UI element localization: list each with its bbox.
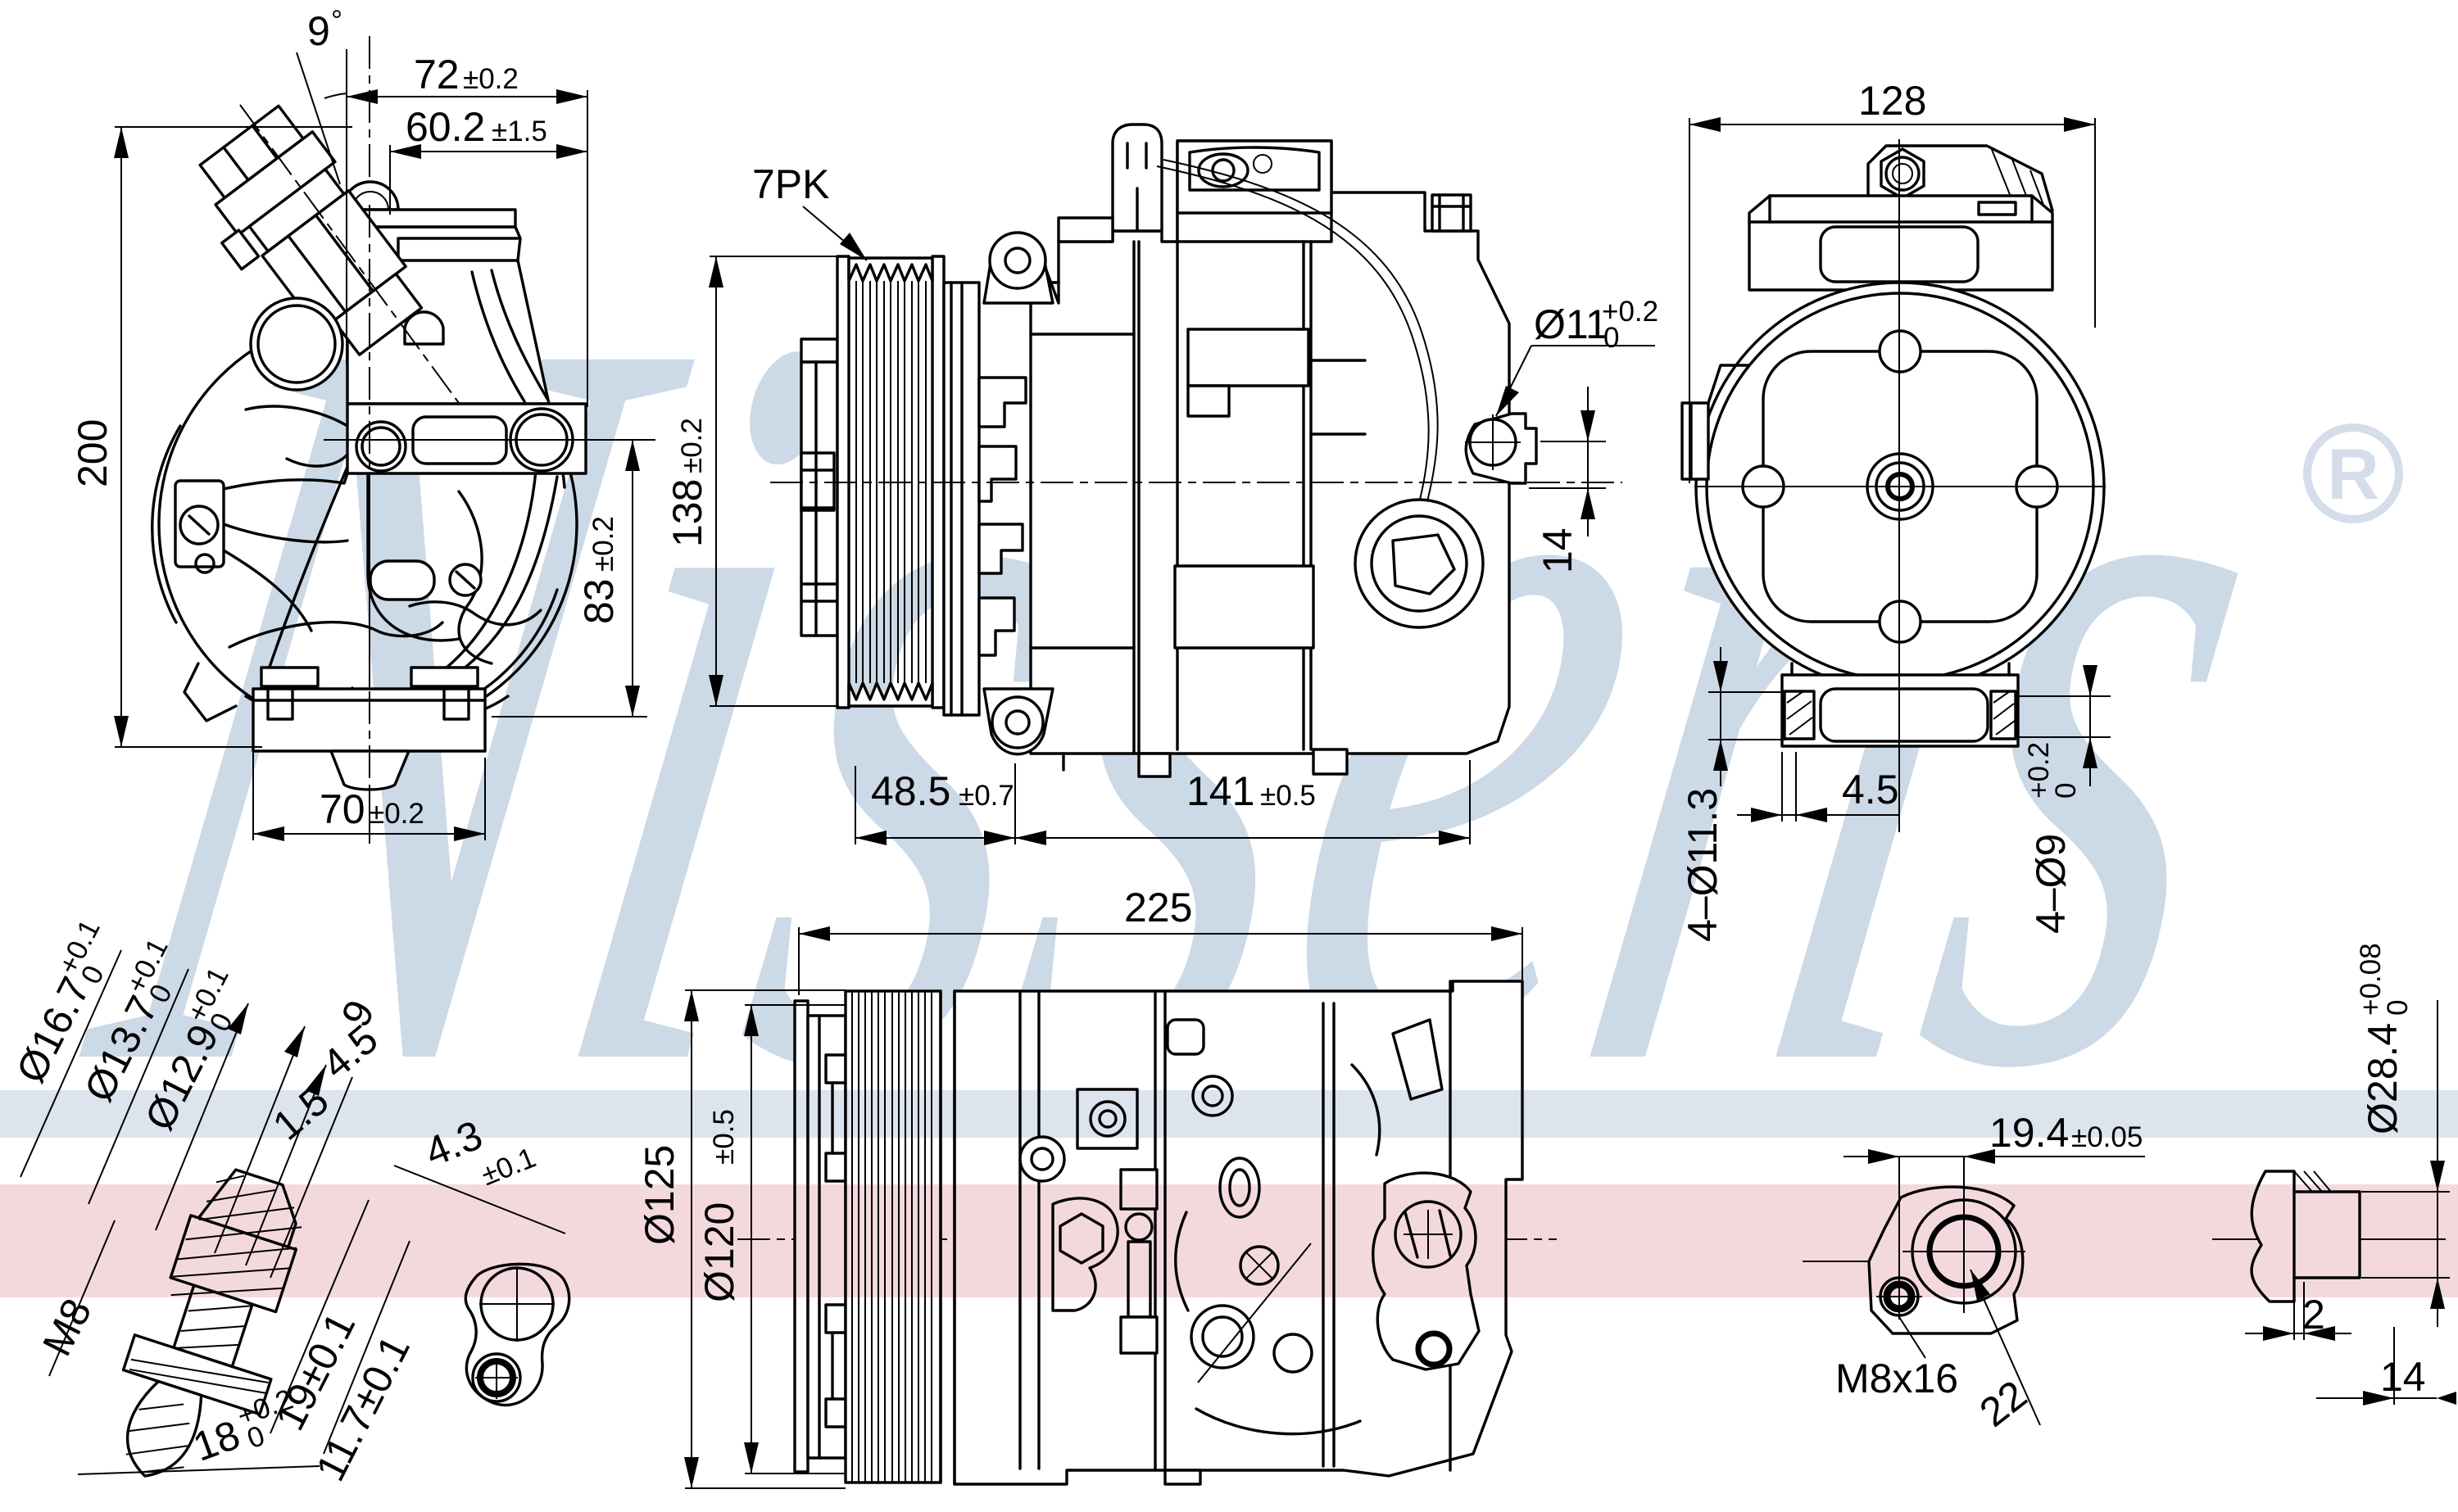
svg-text:141: 141 xyxy=(1186,768,1254,814)
svg-text:0: 0 xyxy=(2382,1000,2414,1016)
svg-text:14: 14 xyxy=(2380,1354,2426,1400)
svg-text:70: 70 xyxy=(320,786,365,832)
svg-text:4–Ø9: 4–Ø9 xyxy=(2028,834,2074,934)
svg-text:4–Ø11.3: 4–Ø11.3 xyxy=(1680,788,1726,942)
svg-text:±0.2: ±0.2 xyxy=(587,516,619,572)
svg-text:M8: M8 xyxy=(34,1292,100,1363)
svg-text:±0.2: ±0.2 xyxy=(463,63,519,95)
svg-text:9: 9 xyxy=(307,8,330,54)
svg-text:225: 225 xyxy=(1124,885,1192,930)
svg-text:+0.08: +0.08 xyxy=(2355,943,2387,1016)
svg-text:72: 72 xyxy=(414,52,460,97)
svg-text:22: 22 xyxy=(1971,1371,2035,1435)
svg-text:83: 83 xyxy=(576,578,622,624)
svg-text:200: 200 xyxy=(70,419,116,487)
svg-text:±0.2: ±0.2 xyxy=(676,418,708,473)
svg-text:0: 0 xyxy=(243,1419,270,1455)
svg-text:Ø11: Ø11 xyxy=(1534,301,1608,347)
svg-text:128: 128 xyxy=(1858,78,1926,124)
svg-text:+0.2: +0.2 xyxy=(2023,742,2055,799)
svg-text:0: 0 xyxy=(2050,783,2082,799)
svg-text:±0.5: ±0.5 xyxy=(1260,780,1316,812)
svg-text:48.5: 48.5 xyxy=(871,768,950,814)
svg-text:°: ° xyxy=(331,5,342,37)
svg-text:+0.2: +0.2 xyxy=(1602,296,1658,328)
svg-text:60.2: 60.2 xyxy=(406,104,485,150)
svg-text:±0.7: ±0.7 xyxy=(959,780,1014,812)
svg-text:7PK: 7PK xyxy=(752,161,830,207)
svg-text:M8x16: M8x16 xyxy=(1835,1356,1958,1401)
svg-text:4.5: 4.5 xyxy=(1842,767,1899,813)
svg-text:0: 0 xyxy=(1603,322,1619,354)
svg-text:±1.5: ±1.5 xyxy=(492,115,547,147)
svg-text:±0.2: ±0.2 xyxy=(369,798,424,830)
svg-text:14: 14 xyxy=(1535,527,1580,573)
svg-text:R: R xyxy=(2327,433,2379,514)
svg-text:138: 138 xyxy=(664,479,710,547)
